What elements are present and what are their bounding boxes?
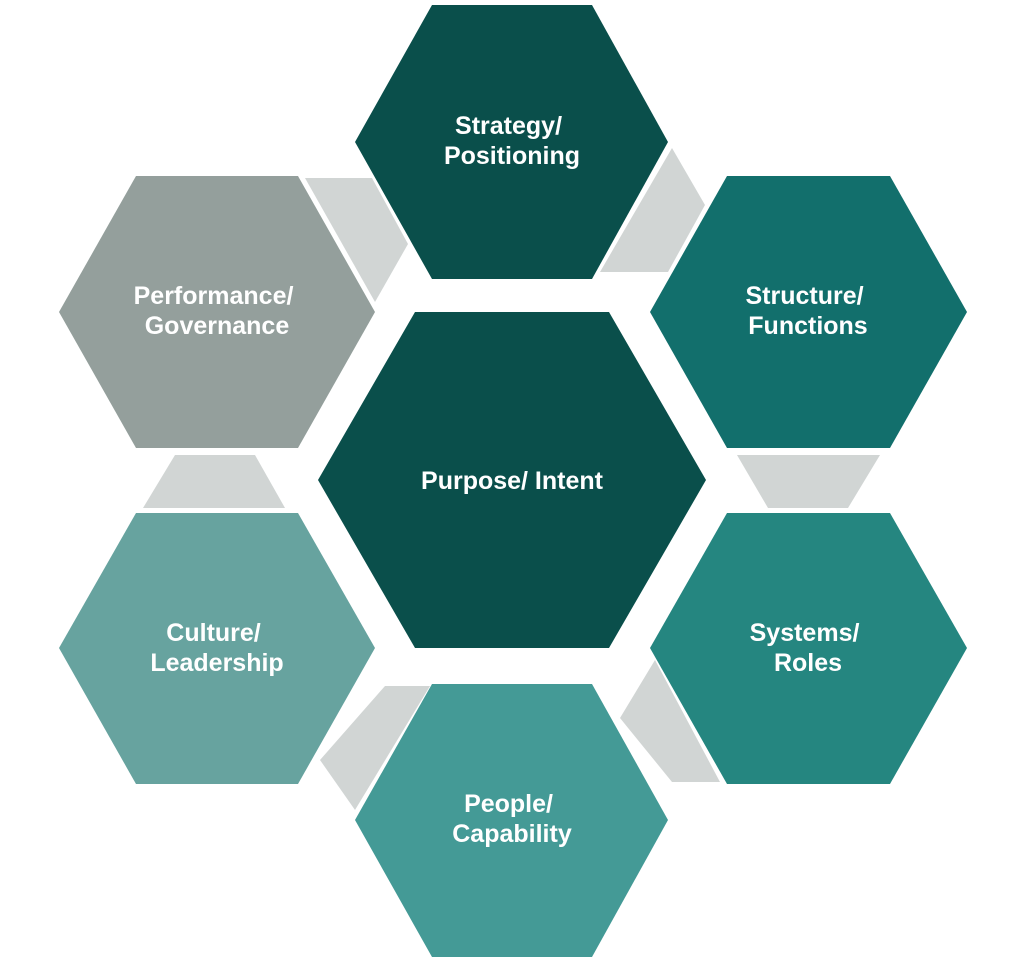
hex-culture-line-2: Leadership xyxy=(150,649,283,677)
hex-performance[interactable]: Performance/ Governance xyxy=(59,176,375,448)
hex-strategy-shape xyxy=(355,5,668,279)
hex-center-shape xyxy=(318,312,706,648)
hex-structure-label: Structure/ Functions xyxy=(745,282,870,340)
hex-strategy[interactable]: Strategy/ Positioning xyxy=(355,5,668,279)
hex-systems-line-2: Roles xyxy=(774,649,842,677)
hex-culture[interactable]: Culture/ Leadership xyxy=(59,513,375,784)
hex-systems-shape xyxy=(650,513,967,784)
connector-performance-strategy xyxy=(305,178,408,302)
hex-center-line-1: Purpose/ Intent xyxy=(421,467,604,495)
hex-systems[interactable]: Systems/ Roles xyxy=(650,513,967,784)
connector-systems-people xyxy=(620,660,720,782)
hex-people-label: People/ Capability xyxy=(452,790,572,848)
hex-strategy-line-1: Strategy/ xyxy=(455,112,562,140)
connectors xyxy=(143,148,880,810)
hex-culture-line-1: Culture/ xyxy=(166,619,261,647)
hex-performance-line-2: Governance xyxy=(145,312,290,340)
connector-culture-performance xyxy=(143,455,285,508)
hex-structure[interactable]: Structure/ Functions xyxy=(650,176,967,448)
hex-strategy-label: Strategy/ Positioning xyxy=(444,112,580,170)
hexagons: Strategy/ Positioning Structure/ Functio… xyxy=(59,5,967,957)
hex-performance-label: Performance/ Governance xyxy=(134,282,301,340)
hex-culture-label: Culture/ Leadership xyxy=(150,619,283,677)
hex-people[interactable]: People/ Capability xyxy=(355,684,668,957)
hex-structure-line-1: Structure/ xyxy=(745,282,863,310)
hex-center-label: Purpose/ Intent xyxy=(421,467,604,495)
hex-structure-line-2: Functions xyxy=(748,312,867,340)
hex-people-line-2: Capability xyxy=(452,820,572,848)
hex-systems-line-1: Systems/ xyxy=(750,619,860,647)
hex-center-purpose[interactable]: Purpose/ Intent xyxy=(318,312,706,648)
connector-strategy-structure xyxy=(600,148,705,272)
connector-structure-systems xyxy=(737,455,880,508)
hex-performance-line-1: Performance/ xyxy=(134,282,294,310)
hex-people-shape xyxy=(355,684,668,957)
hex-culture-shape xyxy=(59,513,375,784)
connector-people-culture xyxy=(320,686,430,810)
hex-structure-shape xyxy=(650,176,967,448)
hex-performance-shape xyxy=(59,176,375,448)
hex-strategy-line-2: Positioning xyxy=(444,142,580,170)
hex-people-line-1: People/ xyxy=(464,790,553,818)
hex-systems-label: Systems/ Roles xyxy=(750,619,867,677)
